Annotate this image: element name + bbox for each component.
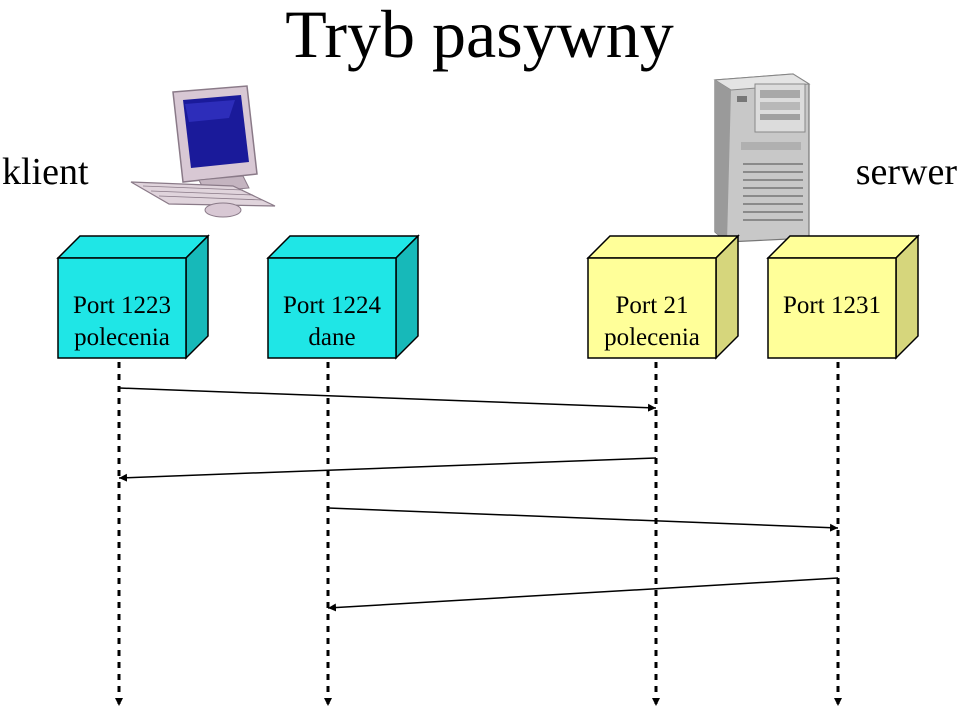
server-label: serwer (855, 151, 957, 193)
port-box (266, 234, 420, 360)
message-arrow (118, 457, 657, 482)
desktop-computer-icon (130, 85, 276, 218)
message-arrow (118, 387, 657, 412)
message-arrow (327, 577, 839, 612)
port-box (586, 234, 740, 360)
diagram-title: Tryb pasywny (285, 0, 674, 72)
port-box (56, 234, 210, 360)
server-tower-icon (713, 73, 811, 243)
client-label: klient (2, 151, 89, 193)
port-box (766, 234, 920, 360)
message-arrow (327, 507, 839, 532)
